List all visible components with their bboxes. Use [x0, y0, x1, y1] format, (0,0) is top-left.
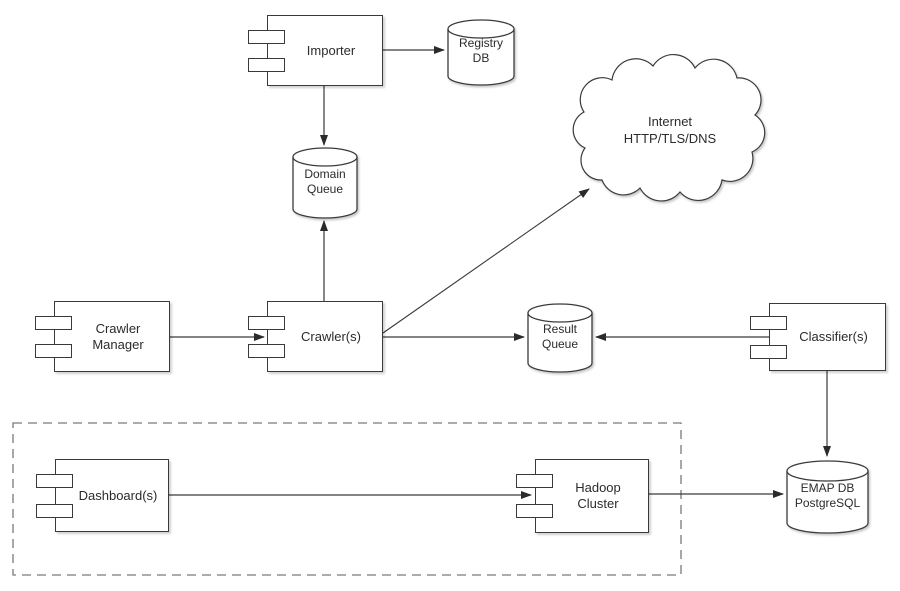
component-port-icon — [516, 504, 553, 518]
component-crawlers-label: Crawler(s) — [301, 328, 361, 344]
emap-db-cylinder — [786, 460, 869, 534]
component-crawler-manager: Crawler Manager — [35, 301, 170, 372]
component-port-icon — [248, 58, 285, 72]
component-port-icon — [750, 316, 787, 330]
component-port-icon — [248, 316, 285, 330]
component-port-icon — [36, 474, 73, 488]
registry-db-cylinder — [447, 19, 515, 86]
component-crawler-manager-label: Crawler Manager — [92, 320, 144, 352]
deployment-boundary — [12, 422, 682, 576]
component-port-icon — [35, 344, 72, 358]
component-port-icon — [248, 30, 285, 44]
component-importer-label: Importer — [306, 42, 356, 58]
component-classifiers: Classifier(s) — [750, 303, 886, 371]
component-hadoop-cluster-label: Hadoop Cluster — [575, 480, 621, 511]
domain-queue-cylinder — [292, 147, 358, 219]
component-crawlers: Crawler(s) — [248, 301, 383, 372]
component-dashboards: Dashboard(s) — [36, 459, 169, 532]
edge-crawlers-internet — [382, 188, 590, 334]
component-port-icon — [35, 316, 72, 330]
component-port-icon — [36, 504, 73, 518]
component-hadoop-cluster: Hadoop Cluster — [516, 459, 649, 533]
result-queue-cylinder — [527, 303, 593, 373]
component-port-icon — [248, 344, 285, 358]
component-classifiers-label: Classifier(s) — [799, 329, 868, 344]
internet-cloud — [572, 53, 766, 202]
component-port-icon — [516, 474, 553, 488]
component-importer: Importer — [248, 15, 383, 86]
component-dashboards-label: Dashboard(s) — [78, 487, 158, 503]
component-port-icon — [750, 345, 787, 359]
